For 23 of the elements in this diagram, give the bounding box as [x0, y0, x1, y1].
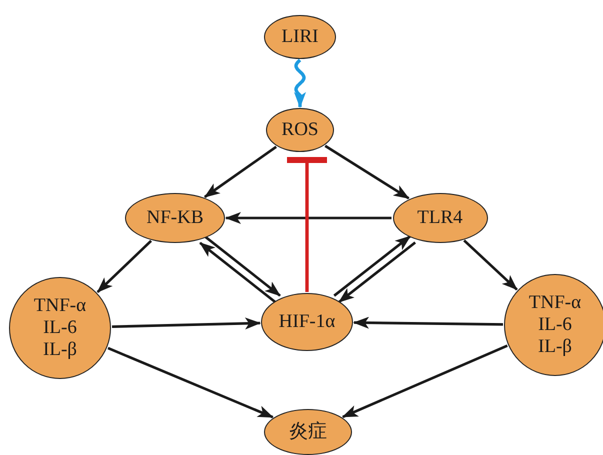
arrow — [96, 240, 152, 294]
ellipse-node: ROS — [266, 108, 334, 152]
arrow — [333, 235, 411, 297]
circle-node: TNF-α IL-6 IL-β — [504, 274, 603, 376]
arrow — [204, 146, 277, 198]
arrow — [199, 242, 276, 303]
inhibition-line — [287, 157, 327, 292]
circle-node: TNF-α IL-6 IL-β — [9, 277, 111, 379]
arrow — [225, 212, 392, 224]
arrow — [108, 346, 274, 418]
ellipse-node: HIF-1α — [261, 293, 353, 351]
arrow — [463, 239, 518, 291]
arrow — [338, 241, 416, 304]
ellipse-node: LIRI — [264, 15, 336, 59]
arrow — [204, 236, 281, 297]
arrow — [353, 316, 504, 329]
arrow — [294, 58, 306, 108]
ellipse-node: 炎症 — [264, 409, 352, 455]
arrow — [112, 317, 261, 330]
ellipse-node: NF-KB — [125, 193, 225, 243]
arrow — [342, 344, 508, 418]
ellipse-node: TLR4 — [392, 193, 488, 243]
arrow — [324, 144, 410, 200]
